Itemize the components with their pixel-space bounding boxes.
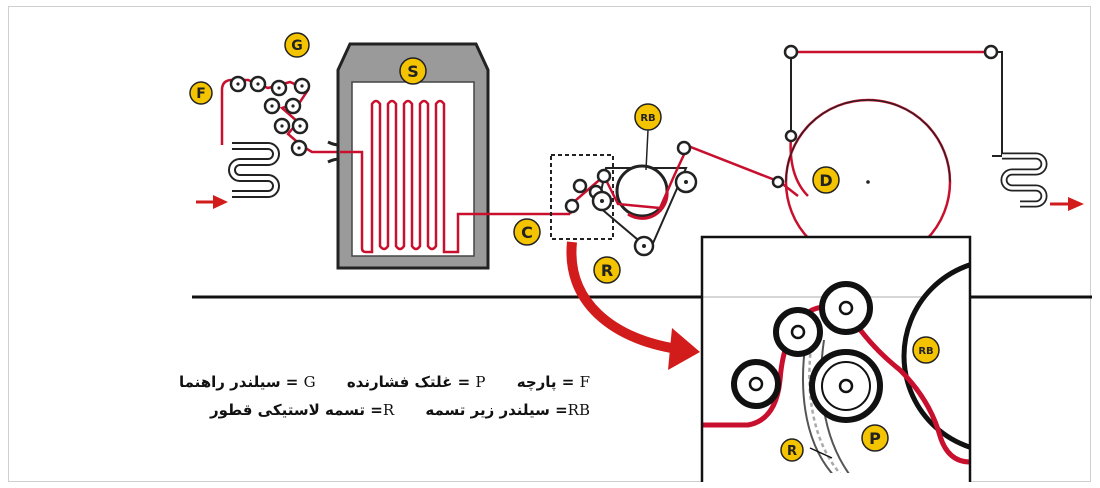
marker-c-label: C xyxy=(521,223,533,242)
marker-r-detail: R xyxy=(780,438,804,462)
marker-rb-detail-label: RB xyxy=(918,346,933,357)
marker-s: S xyxy=(399,57,427,85)
legend-item-press-roller: P = غلتک فشارنده xyxy=(346,373,486,391)
detail-selection-box xyxy=(550,154,614,240)
fabric-path-steamer xyxy=(340,99,570,254)
marker-s-label: S xyxy=(407,62,419,81)
output-fabric-folds xyxy=(1000,152,1048,208)
marker-d-label: D xyxy=(819,171,832,190)
zoom-arrow-head-icon xyxy=(668,328,700,370)
legend-row-2: RB= سیلندر زیر تسمه R= تسمه لاستیکی قطور xyxy=(30,396,590,424)
marker-g: G xyxy=(284,32,310,58)
marker-f-label: F xyxy=(196,86,206,102)
marker-d: D xyxy=(812,166,840,194)
marker-p: P xyxy=(861,424,889,452)
belt-rollers xyxy=(564,140,785,257)
legend-item-rubber-belt: R= تسمه لاستیکی قطور xyxy=(209,401,395,419)
fabric-path-belt xyxy=(568,144,799,215)
legend-item-guide-cylinder: G = سیلندر راهنما xyxy=(178,373,316,391)
marker-f: F xyxy=(189,81,213,105)
input-fabric-folds xyxy=(228,142,280,198)
marker-rb-top-label: RB xyxy=(640,113,655,124)
output-arrow-icon xyxy=(1068,197,1084,211)
marker-r-top-label: R xyxy=(601,261,613,280)
marker-c: C xyxy=(513,218,541,246)
marker-r-top: R xyxy=(593,256,621,284)
marker-rb-detail: RB xyxy=(912,336,940,364)
detail-inset xyxy=(700,235,972,483)
marker-rb-top: RB xyxy=(634,103,662,171)
zoom-arrow xyxy=(566,241,685,355)
legend-item-belt-cylinder: RB= سیلندر زیر تسمه xyxy=(425,401,590,419)
input-arrow-icon xyxy=(213,195,228,209)
marker-g-label: G xyxy=(291,38,303,54)
legend-row-1: F = پارچه P = غلتک فشارنده G = سیلندر را… xyxy=(30,368,590,396)
diagram-frame xyxy=(8,6,1091,482)
legend: F = پارچه P = غلتک فشارنده G = سیلندر را… xyxy=(30,368,590,424)
dryer-frame xyxy=(783,44,1003,197)
marker-p-label: P xyxy=(869,429,881,448)
legend-item-fabric: F = پارچه xyxy=(516,373,590,391)
marker-r-detail-label: R xyxy=(787,444,797,459)
